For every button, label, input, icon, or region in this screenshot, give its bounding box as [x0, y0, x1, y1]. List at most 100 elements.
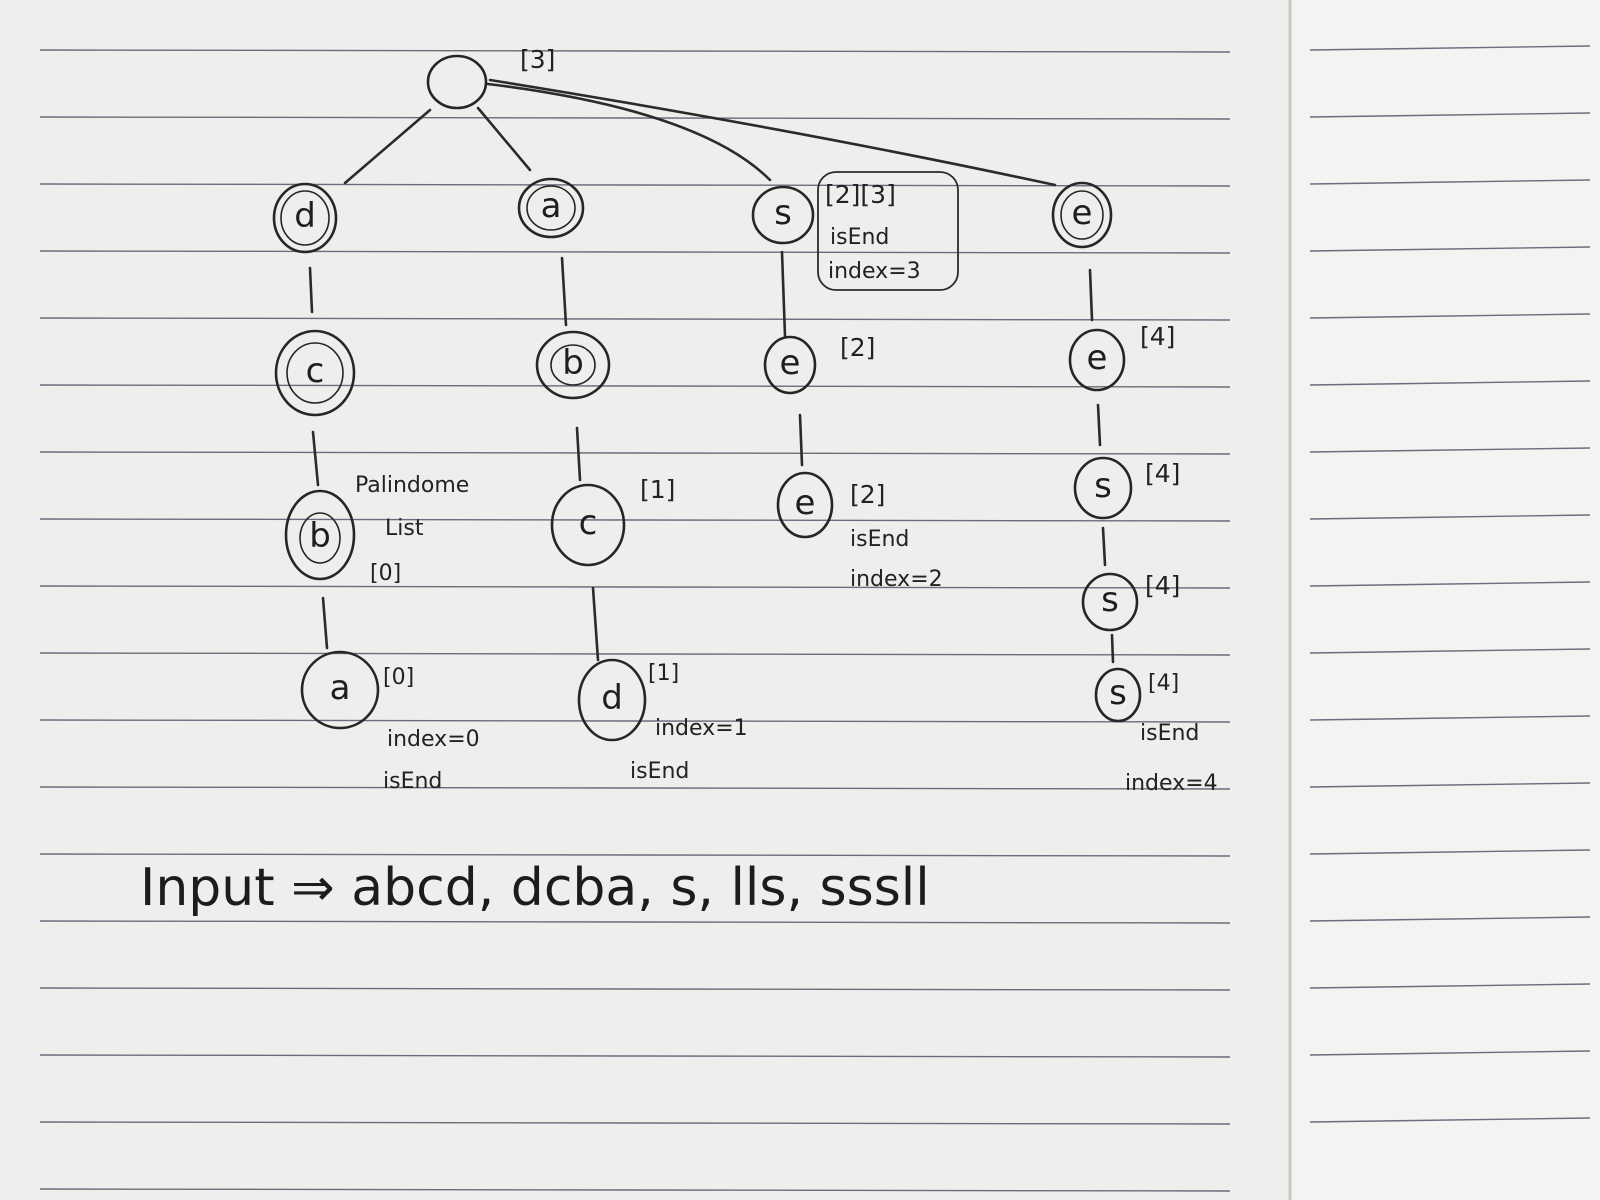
node-d2-outer — [577, 658, 647, 742]
node-s-outer — [751, 185, 815, 245]
rule-line — [1309, 916, 1591, 922]
rule-line — [39, 116, 1231, 120]
node-s3-outer — [1081, 572, 1139, 632]
node-a-isend: isEnd — [383, 769, 442, 794]
node-s4-index: index=4 — [1125, 771, 1218, 796]
rule-line — [1309, 246, 1591, 252]
node-a-outer — [300, 650, 380, 730]
node-d: d — [272, 182, 338, 254]
edge-e-s — [1096, 403, 1102, 447]
rule-line — [1309, 112, 1591, 118]
edge-b-a — [321, 596, 329, 650]
root-node: [3] — [426, 45, 555, 110]
rule-line — [39, 384, 1231, 388]
node-c-letter: c — [306, 351, 325, 391]
node-e2-letter: e — [795, 483, 816, 523]
left-page — [0, 0, 1290, 1200]
edge-s-e — [780, 250, 787, 338]
node-d2-letter: d — [601, 678, 623, 718]
rule-line — [39, 1054, 1231, 1058]
rule-line — [1309, 313, 1591, 319]
node-c2-list: [1] — [640, 475, 675, 504]
node-e2-isend: isEnd — [850, 527, 909, 552]
rule-line — [39, 250, 1231, 254]
right-page — [1290, 0, 1600, 1200]
node-b2-outer — [535, 330, 611, 400]
node-e3: e — [1051, 181, 1113, 249]
rule-line — [39, 652, 1231, 656]
node-a2-outer — [517, 177, 585, 239]
node-s4-list: [4] — [1148, 671, 1179, 696]
rule-line — [1309, 782, 1591, 788]
node-s3-list: [4] — [1145, 571, 1180, 600]
edge-c-d — [591, 586, 600, 662]
palindrome-label: Palindome — [355, 473, 469, 498]
node-b2: b — [535, 330, 611, 400]
node-s2-list: [4] — [1145, 459, 1180, 488]
node-a2-inner — [526, 185, 576, 231]
node-e2: e [2] isEnd index=2 — [776, 471, 943, 592]
node-d2-index: index=1 — [655, 716, 748, 741]
node-s-isend: isEnd — [830, 225, 889, 250]
node-d-outer — [272, 182, 338, 254]
node-e4-list: [4] — [1140, 322, 1175, 351]
node-s2-letter: s — [1094, 466, 1112, 506]
node-e2-index: index=2 — [850, 567, 943, 592]
edge-root-e — [488, 78, 1057, 187]
node-c-outer — [274, 329, 356, 417]
edge-root-s — [486, 82, 772, 182]
node-c2-outer — [550, 483, 626, 567]
node-a2-letter: a — [541, 186, 562, 226]
node-b-letter: b — [309, 516, 331, 556]
edge-s-s2 — [1110, 633, 1115, 664]
edge-a-b — [560, 256, 568, 327]
rule-line — [1309, 1050, 1591, 1056]
rule-line — [39, 719, 1231, 723]
node-c-inner — [286, 342, 344, 404]
node-b2-letter: b — [562, 343, 584, 383]
node-b: b Palindome List [0] — [284, 473, 469, 586]
rule-line — [39, 1188, 1231, 1192]
node-c: c — [274, 329, 356, 417]
rule-line — [1309, 983, 1591, 989]
node-s-letter: s — [774, 193, 792, 233]
node-a-letter: a — [330, 668, 351, 708]
node-c2-letter: c — [579, 503, 598, 543]
rule-line — [39, 317, 1231, 321]
palindrome-list-value: [0] — [370, 561, 401, 586]
input-words: Input ⇒ abcd, dcba, s, lls, sssll — [140, 858, 930, 918]
node-s-list: [2][3] — [825, 180, 896, 209]
node-s4-outer — [1094, 667, 1142, 723]
edge-e-e — [798, 413, 804, 467]
node-s-index: index=3 — [828, 259, 921, 284]
rule-line — [1309, 380, 1591, 386]
node-s3: s [4] — [1081, 571, 1180, 632]
node-e2-list: [2] — [850, 480, 885, 509]
node-d-letter: d — [294, 196, 316, 236]
node-s2-outer — [1073, 456, 1133, 520]
rule-line — [1309, 1117, 1591, 1123]
edge-e-e2 — [1088, 268, 1094, 322]
node-s4-leaf: s [4] isEnd index=4 — [1094, 667, 1218, 796]
rule-line — [39, 920, 1231, 924]
rule-line — [39, 853, 1231, 857]
rule-line — [39, 585, 1231, 589]
rule-line — [39, 451, 1231, 455]
node-b-inner — [299, 512, 341, 564]
node-b-outer — [284, 489, 356, 581]
ruled-lines — [39, 45, 1591, 1192]
root-circle — [426, 54, 488, 110]
rule-line — [1309, 514, 1591, 520]
node-c2: c [1] — [550, 475, 675, 567]
edge-root-d — [343, 108, 432, 185]
node-s-note-box — [817, 171, 959, 291]
node-s: s [2][3] isEnd index=3 — [751, 171, 959, 291]
rule-line — [39, 518, 1231, 522]
rule-line — [1309, 179, 1591, 185]
rule-line — [1309, 715, 1591, 721]
node-e2-outer — [776, 471, 834, 539]
node-d2-isend: isEnd — [630, 759, 689, 784]
node-s2: s [4] — [1073, 456, 1180, 520]
rule-line — [1309, 45, 1591, 51]
